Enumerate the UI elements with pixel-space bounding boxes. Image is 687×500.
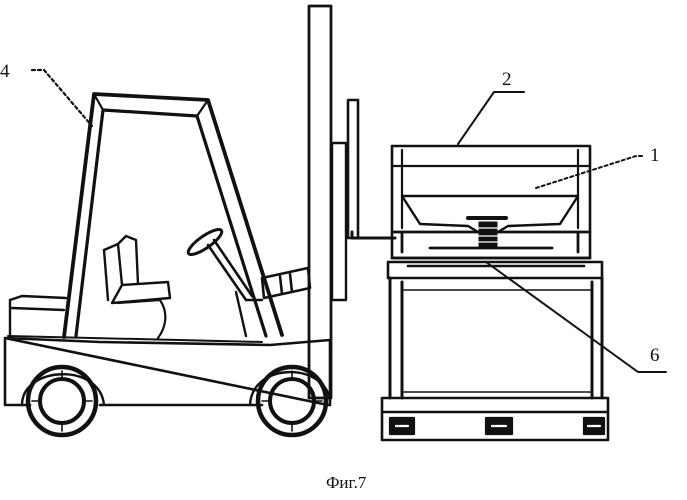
lower-inner xyxy=(404,290,590,392)
front-wheel xyxy=(258,367,326,435)
label-4: 4 xyxy=(0,62,10,81)
lower-container xyxy=(382,262,666,440)
seat xyxy=(104,236,170,303)
forklift-body xyxy=(5,338,330,405)
carriage xyxy=(348,100,358,238)
lower-lid xyxy=(388,262,602,278)
pallet-blocks xyxy=(390,418,604,434)
label-6: 6 xyxy=(650,346,660,365)
counterweight xyxy=(10,296,66,336)
lower-frame xyxy=(390,278,602,398)
leader-line-2 xyxy=(458,92,524,144)
label-1: 1 xyxy=(650,146,660,165)
upper-container xyxy=(392,92,644,258)
figure-caption: Фиг.7 xyxy=(326,474,366,491)
rear-wheel xyxy=(28,367,96,435)
mast-inner xyxy=(332,143,346,300)
steering-wheel xyxy=(185,226,225,259)
seat-base xyxy=(118,300,165,338)
leader-line-4 xyxy=(32,70,92,126)
forklift xyxy=(5,6,395,435)
label-2: 2 xyxy=(502,70,512,89)
